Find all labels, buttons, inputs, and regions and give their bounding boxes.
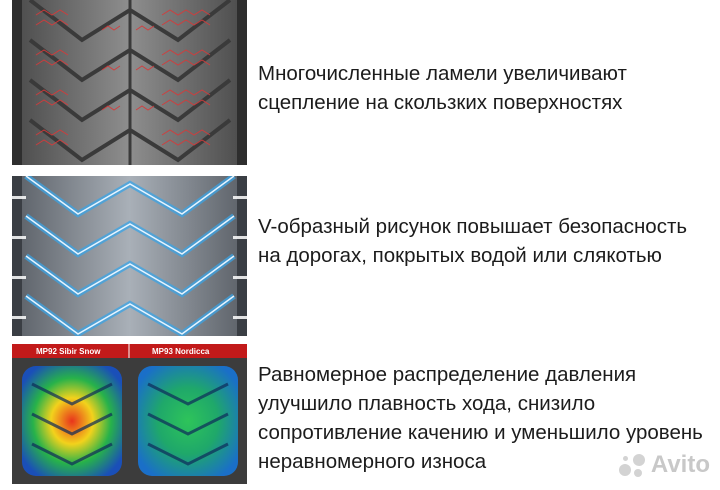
pressure-comparison-image: MP92 Sibir Snow MP93 Nordicca [12, 344, 247, 484]
left-tire-label: MP92 Sibir Snow [36, 347, 101, 356]
feature-caption-pressure: Равномерное распределение давления улучш… [258, 363, 703, 473]
feature-caption-v-pattern: V-образный рисунок повышает безопасность… [258, 215, 688, 267]
avito-logo-icon [617, 450, 647, 480]
tread-water-image [12, 176, 247, 336]
tread-sipes-image [12, 0, 247, 165]
left-pressure-map [22, 366, 122, 476]
watermark: Avito [617, 450, 710, 480]
watermark-text: Avito [650, 451, 710, 478]
right-tire-label: MP93 Nordicca [152, 347, 210, 356]
right-pressure-map [138, 366, 238, 476]
feature-caption-sipes: Многочисленные ламели увеличивают сцепле… [258, 62, 627, 114]
